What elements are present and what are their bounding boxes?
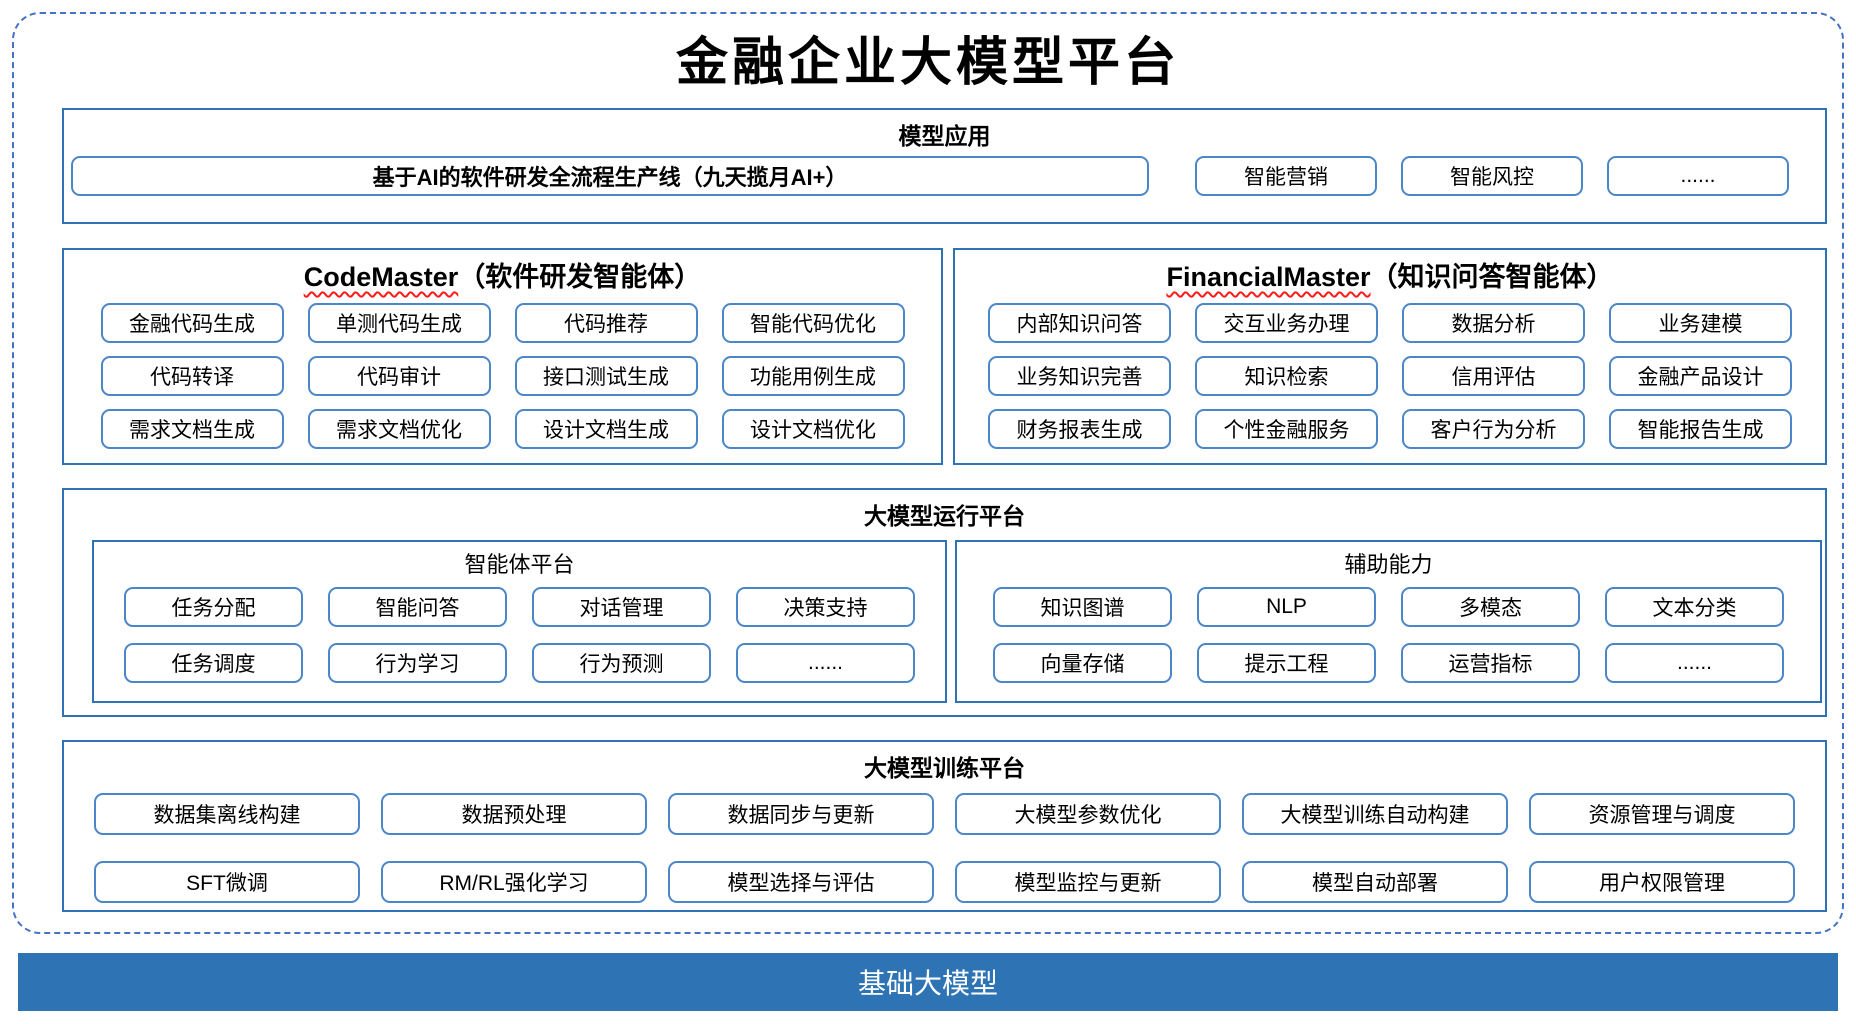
section-financialmaster: FinancialMaster（知识问答智能体） 内部知识问答交互业务办理数据分… <box>953 248 1827 465</box>
financialmaster-capability: 个性金融服务 <box>1195 409 1378 449</box>
app-pill-ellipsis: ...... <box>1607 156 1789 196</box>
base-model-label: 基础大模型 <box>857 968 998 999</box>
section-training-platform: 大模型训练平台 数据集离线构建数据预处理数据同步与更新大模型参数优化大模型训练自… <box>62 740 1827 912</box>
codemaster-title-zh: （软件研发智能体） <box>458 262 702 292</box>
section-header-training-platform: 大模型训练平台 <box>864 755 1025 781</box>
codemaster-capability: 接口测试生成 <box>514 356 698 396</box>
app-pill-risk-control: 智能风控 <box>1401 156 1583 196</box>
codemaster-capability: 代码审计 <box>307 356 491 396</box>
outer-dashed-frame <box>12 12 1844 934</box>
subsection-aux-ability: 辅助能力 知识图谱 NLP 多模态文本分类向量存储提示工程运营指标...... <box>955 540 1822 703</box>
codemaster-capability: 代码推荐 <box>514 303 698 343</box>
financialmaster-capability: 客户行为分析 <box>1402 409 1585 449</box>
aux-capability: 多模态 <box>1401 587 1580 627</box>
codemaster-capability: 单测代码生成 <box>307 303 491 343</box>
codemaster-capability: 需求文档生成 <box>100 409 284 449</box>
codemaster-capability: 需求文档优化 <box>307 409 491 449</box>
section-header-model-applications: 模型应用 <box>898 123 991 149</box>
financialmaster-title-en: FinancialMaster <box>1166 262 1371 292</box>
base-model-bar: 基础大模型 <box>18 953 1838 1011</box>
training-platform-grid: 数据集离线构建数据预处理数据同步与更新大模型参数优化大模型训练自动构建资源管理与… <box>64 793 1825 903</box>
model-applications-row: 基于AI的软件研发全流程生产线（九天揽月AI+） 智能营销 智能风控 .....… <box>71 156 1789 196</box>
codemaster-capability: 智能代码优化 <box>721 303 905 343</box>
agent-capability: 行为学习 <box>328 643 507 683</box>
page-title: 金融企业大模型平台 <box>675 32 1180 93</box>
training-capability: 模型选择与评估 <box>668 861 934 903</box>
training-capability: 模型监控与更新 <box>955 861 1221 903</box>
training-capability: 大模型训练自动构建 <box>1242 793 1508 835</box>
aux-capability: 运营指标 <box>1401 643 1580 683</box>
codemaster-capability: 功能用例生成 <box>721 356 905 396</box>
financialmaster-capability: 内部知识问答 <box>988 303 1171 343</box>
financialmaster-capability: 业务知识完善 <box>988 356 1171 396</box>
training-capability: 数据同步与更新 <box>668 793 934 835</box>
agent-capability: 对话管理 <box>532 587 711 627</box>
financialmaster-title: FinancialMaster（知识问答智能体） <box>955 255 1825 294</box>
codemaster-title: CodeMaster（软件研发智能体） <box>64 255 941 294</box>
subsection-agent-platform: 智能体平台 任务分配智能问答对话管理决策支持任务调度行为学习行为预测...... <box>92 540 947 703</box>
section-codemaster: CodeMaster（软件研发智能体） 金融代码生成单测代码生成代码推荐智能代码… <box>62 248 943 465</box>
agent-capability: 智能问答 <box>328 587 507 627</box>
aux-ability-grid: 知识图谱 NLP 多模态文本分类向量存储提示工程运营指标...... <box>957 587 1820 683</box>
agent-platform-label: 智能体平台 <box>464 552 575 577</box>
training-capability: SFT微调 <box>94 861 360 903</box>
financialmaster-grid: 内部知识问答交互业务办理数据分析业务建模业务知识完善知识检索信用评估金融产品设计… <box>955 303 1825 449</box>
aux-capability: 提示工程 <box>1197 643 1376 683</box>
app-pill-marketing: 智能营销 <box>1195 156 1377 196</box>
financialmaster-capability: 数据分析 <box>1402 303 1585 343</box>
codemaster-title-en: CodeMaster <box>303 262 459 292</box>
agent-capability: ...... <box>736 643 915 683</box>
aux-capability: ...... <box>1605 643 1784 683</box>
training-capability: 资源管理与调度 <box>1529 793 1795 835</box>
section-runtime-platform: 大模型运行平台 智能体平台 任务分配智能问答对话管理决策支持任务调度行为学习行为… <box>62 488 1827 717</box>
financialmaster-capability: 知识检索 <box>1195 356 1378 396</box>
aux-ability-label: 辅助能力 <box>1344 552 1433 577</box>
financialmaster-capability: 业务建模 <box>1609 303 1792 343</box>
aux-capability: 向量存储 <box>993 643 1172 683</box>
financialmaster-capability: 交互业务办理 <box>1195 303 1378 343</box>
training-capability: 数据预处理 <box>381 793 647 835</box>
section-model-applications: 模型应用 基于AI的软件研发全流程生产线（九天揽月AI+） 智能营销 智能风控 … <box>62 108 1827 224</box>
training-capability: 用户权限管理 <box>1529 861 1795 903</box>
aux-capability: 文本分类 <box>1605 587 1784 627</box>
financialmaster-capability: 信用评估 <box>1402 356 1585 396</box>
aux-capability: NLP <box>1197 587 1376 627</box>
agent-capability: 任务分配 <box>124 587 303 627</box>
financialmaster-capability: 财务报表生成 <box>988 409 1171 449</box>
codemaster-capability: 金融代码生成 <box>100 303 284 343</box>
codemaster-capability: 设计文档生成 <box>514 409 698 449</box>
agent-capability: 决策支持 <box>736 587 915 627</box>
training-capability: 数据集离线构建 <box>94 793 360 835</box>
section-header-runtime-platform: 大模型运行平台 <box>864 503 1025 529</box>
agent-platform-grid: 任务分配智能问答对话管理决策支持任务调度行为学习行为预测...... <box>94 587 945 683</box>
financialmaster-title-zh: （知识问答智能体） <box>1370 262 1614 292</box>
financialmaster-capability: 智能报告生成 <box>1609 409 1792 449</box>
codemaster-grid: 金融代码生成单测代码生成代码推荐智能代码优化代码转译代码审计接口测试生成功能用例… <box>64 303 941 449</box>
agent-capability: 任务调度 <box>124 643 303 683</box>
training-capability: 模型自动部署 <box>1242 861 1508 903</box>
app-pill-ai-pipeline: 基于AI的软件研发全流程生产线（九天揽月AI+） <box>71 156 1149 196</box>
training-capability: RM/RL强化学习 <box>381 861 647 903</box>
training-capability: 大模型参数优化 <box>955 793 1221 835</box>
agent-capability: 行为预测 <box>532 643 711 683</box>
codemaster-capability: 代码转译 <box>100 356 284 396</box>
financialmaster-capability: 金融产品设计 <box>1609 356 1792 396</box>
aux-capability: 知识图谱 <box>993 587 1172 627</box>
codemaster-capability: 设计文档优化 <box>721 409 905 449</box>
